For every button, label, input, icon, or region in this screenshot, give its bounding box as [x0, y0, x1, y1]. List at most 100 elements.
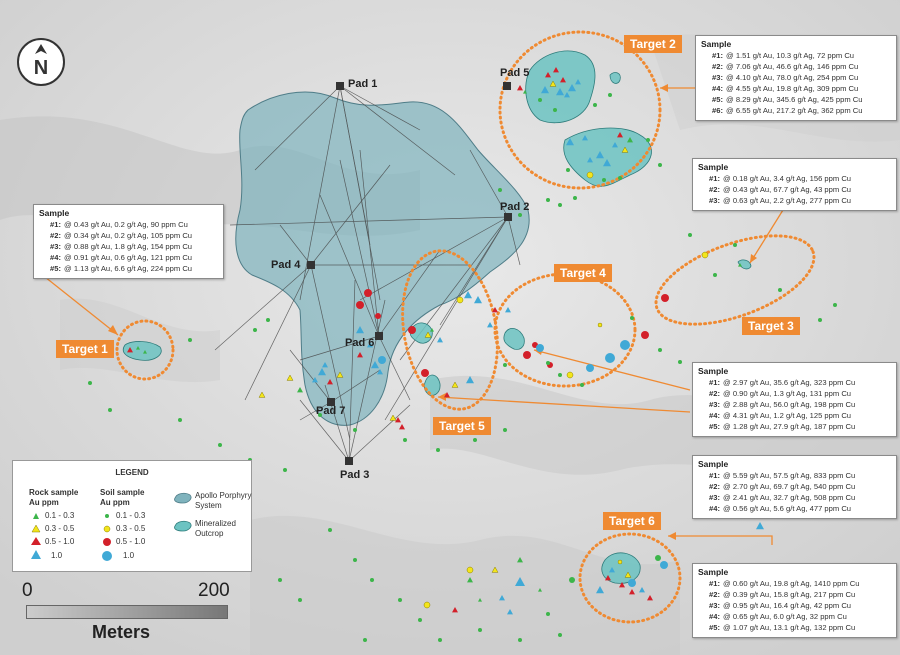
- sample-row: #3:@ 0.95 g/t Au, 16.4 g/t Ag, 42 ppm Cu: [698, 600, 891, 611]
- sample-number: #3:: [709, 493, 720, 502]
- sample-value: @ 1.13 g/t Au, 6.6 g/t Ag, 224 ppm Cu: [64, 264, 193, 273]
- sample-value: @ 0.88 g/t Au, 1.8 g/t Ag, 154 ppm Cu: [64, 242, 193, 251]
- sample-row: #5:@ 8.29 g/t Au, 345.6 g/t Ag, 425 ppm …: [701, 94, 891, 105]
- soil-sample: [833, 303, 837, 307]
- rock-sample: [437, 337, 443, 343]
- soil-sample: [363, 638, 367, 642]
- soil-sample: [178, 418, 182, 422]
- sample-box-header: Sample: [698, 459, 729, 469]
- soil-sample: [733, 243, 737, 247]
- soil-sample: [573, 196, 577, 200]
- drill-trace: [330, 369, 381, 403]
- pad-marker[interactable]: [307, 261, 315, 269]
- rock-sample: [389, 414, 397, 421]
- drill-trace: [339, 85, 421, 131]
- soil-sample: [503, 363, 507, 367]
- rock-sample: [541, 86, 549, 94]
- sample-row: #5:@ 1.13 g/t Au, 6.6 g/t Ag, 224 ppm Cu: [39, 263, 218, 274]
- sample-number: #4:: [709, 504, 720, 513]
- sample-points: [88, 67, 837, 642]
- pad-marker[interactable]: [327, 398, 335, 406]
- sample-row: #6:@ 6.55 g/t Au, 217.2 g/t Ag, 362 ppm …: [701, 105, 891, 116]
- rock-sample: [492, 307, 498, 313]
- soil-sample: [375, 313, 381, 319]
- sample-number: #2:: [712, 62, 723, 71]
- soil-sample: [364, 289, 372, 297]
- soil-sample: [466, 566, 474, 574]
- north-letter: N: [34, 57, 48, 79]
- soil-sample: [318, 413, 322, 417]
- sample-row: #2:@ 0.90 g/t Au, 1.3 g/t Ag, 131 ppm Cu: [698, 388, 891, 399]
- rock-sample: [627, 137, 633, 143]
- sample-value: @ 8.29 g/t Au, 345.6 g/t Ag, 425 ppm Cu: [726, 95, 863, 104]
- pad-marker[interactable]: [336, 82, 344, 90]
- soil-sample: [436, 448, 440, 452]
- soil-sample: [546, 361, 550, 365]
- pad-marker[interactable]: [375, 332, 383, 340]
- rock-sample: [517, 85, 523, 91]
- sample-value: @ 4.31 g/t Au, 1.2 g/t Ag, 125 ppm Cu: [723, 411, 852, 420]
- rock-sample: [538, 588, 542, 592]
- soil-sample: [597, 322, 603, 328]
- rock-sample: [545, 72, 551, 78]
- outcrop-target2-north: [525, 50, 596, 124]
- soil-sample: [408, 326, 416, 334]
- drill-trace: [339, 85, 371, 246]
- sample-number: #3:: [50, 242, 61, 251]
- apollo-porphyry-polygon[interactable]: [235, 91, 530, 426]
- sample-number: #3:: [712, 73, 723, 82]
- sample-row: #3:@ 0.63 g/t Au, 2.2 g/t Ag, 277 ppm Cu: [698, 195, 891, 206]
- drill-trace: [214, 264, 312, 351]
- soil-sample: [569, 577, 575, 583]
- soil-sample: [418, 618, 422, 622]
- legend-rock-header: Rock sample Au ppm: [29, 488, 79, 507]
- soil-sample: [646, 138, 650, 142]
- pad-label: Pad 4: [271, 259, 301, 271]
- pad-marker[interactable]: [503, 82, 511, 90]
- sample-value: @ 0.63 g/t Au, 2.2 g/t Ag, 277 ppm Cu: [723, 196, 852, 205]
- sample-box-target1: Sample#1:@ 0.43 g/t Au, 0.2 g/t Ag, 90 p…: [33, 204, 224, 279]
- drill-trace: [384, 216, 509, 421]
- rock-sample: [582, 135, 588, 141]
- pad-label: Pad 6: [345, 337, 374, 349]
- pad-marker[interactable]: [504, 213, 512, 221]
- pad-label: Pad 5: [500, 67, 529, 79]
- rock-sample: [367, 342, 373, 348]
- scale-end: 200: [198, 580, 230, 601]
- sample-value: @ 0.91 g/t Au, 0.6 g/t Ag, 121 ppm Cu: [64, 253, 193, 262]
- sample-row: #4:@ 4.31 g/t Au, 1.2 g/t Ag, 125 ppm Cu: [698, 410, 891, 421]
- soil-sample: [403, 438, 407, 442]
- soil-sample: [298, 598, 302, 602]
- sample-value: @ 7.06 g/t Au, 46.6 g/t Ag, 146 ppm Cu: [726, 62, 859, 71]
- rock-sample: [566, 138, 574, 146]
- rock-sample: [639, 587, 645, 593]
- sample-row: #1:@ 5.59 g/t Au, 57.5 g/t Ag, 833 ppm C…: [698, 470, 891, 481]
- sample-row: #5:@ 1.07 g/t Au, 13.1 g/t Ag, 132 ppm C…: [698, 622, 891, 633]
- sample-number: #5:: [712, 95, 723, 104]
- soil-sample: [456, 296, 464, 304]
- sample-number: #2:: [709, 389, 720, 398]
- sample-row: #1:@ 0.43 g/t Au, 0.2 g/t Ag, 90 ppm Cu: [39, 219, 218, 230]
- sample-value: @ 5.59 g/t Au, 57.5 g/t Ag, 833 ppm Cu: [723, 471, 856, 480]
- soil-sample: [778, 288, 782, 292]
- target-5-ellipse: [401, 249, 499, 411]
- drill-trace: [378, 335, 411, 401]
- sample-box-header: Sample: [698, 366, 729, 376]
- rock-sample: [371, 361, 379, 369]
- sample-number: #5:: [709, 623, 720, 632]
- rock-sample: [619, 582, 625, 588]
- sample-number: #3:: [709, 400, 720, 409]
- pad-marker[interactable]: [345, 457, 353, 465]
- rock-sample: [738, 263, 742, 267]
- soil-sample: [586, 171, 594, 179]
- soil-sample: [558, 633, 562, 637]
- soil-sample: [661, 294, 669, 302]
- rock-sample: [629, 589, 635, 595]
- mineralized-outcrops: [122, 50, 752, 584]
- rock-sample: [474, 296, 482, 304]
- sample-box-header: Sample: [698, 162, 729, 172]
- rock-sample: [452, 607, 458, 613]
- sample-value: @ 2.70 g/t Au, 69.7 g/t Ag, 540 ppm Cu: [723, 482, 856, 491]
- sample-number: #2:: [709, 185, 720, 194]
- soil-sample: [655, 555, 661, 561]
